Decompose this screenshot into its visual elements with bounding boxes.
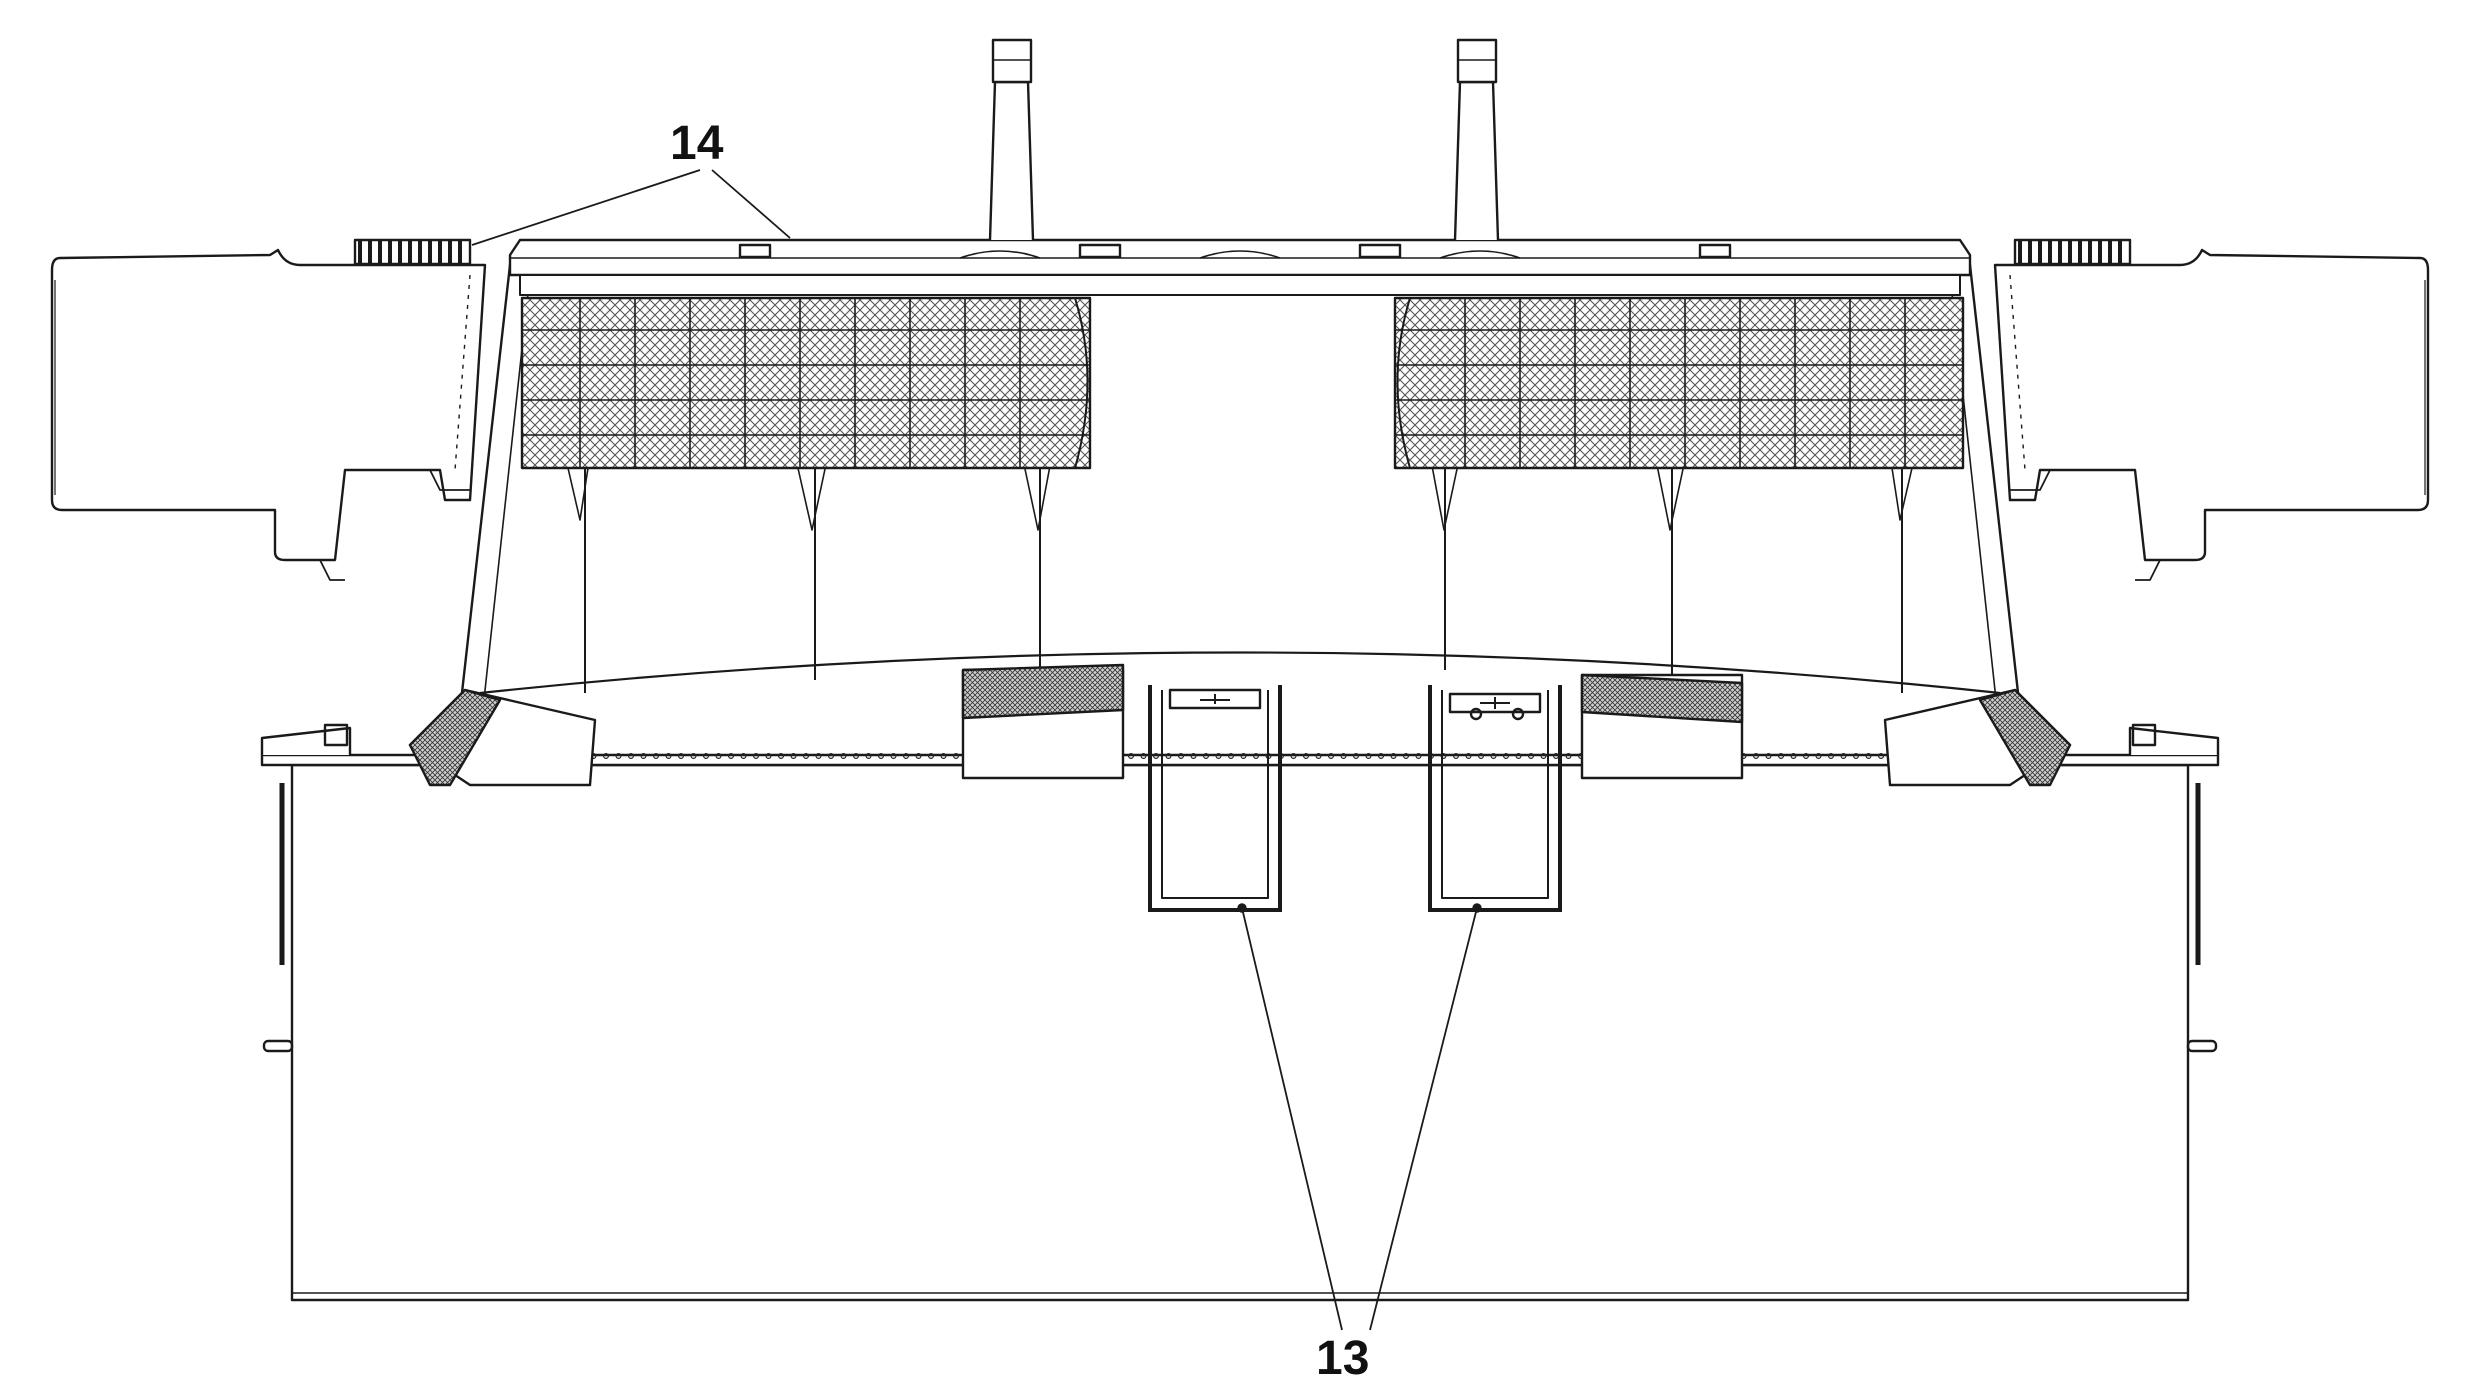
chimney-right [1453,38,1500,241]
corner-feet [408,688,2072,787]
callout-label-14: 14 [670,117,724,170]
callout-label-13: 13 [1316,1332,1370,1385]
side-arm-left [50,248,487,581]
leader-lines [471,169,1478,1331]
mesh-basket-left [520,296,1092,470]
side-arm-right [1993,248,2430,581]
handle-right [1428,685,1562,913]
handle-left [1148,685,1282,913]
lower-box [262,763,2218,1302]
chimney-left [988,38,1035,241]
inner-panels [961,663,1744,780]
knob-right [2013,238,2132,266]
knob-left [353,238,472,266]
top-lid [508,238,1972,296]
mesh-basket-right [1393,296,1965,470]
